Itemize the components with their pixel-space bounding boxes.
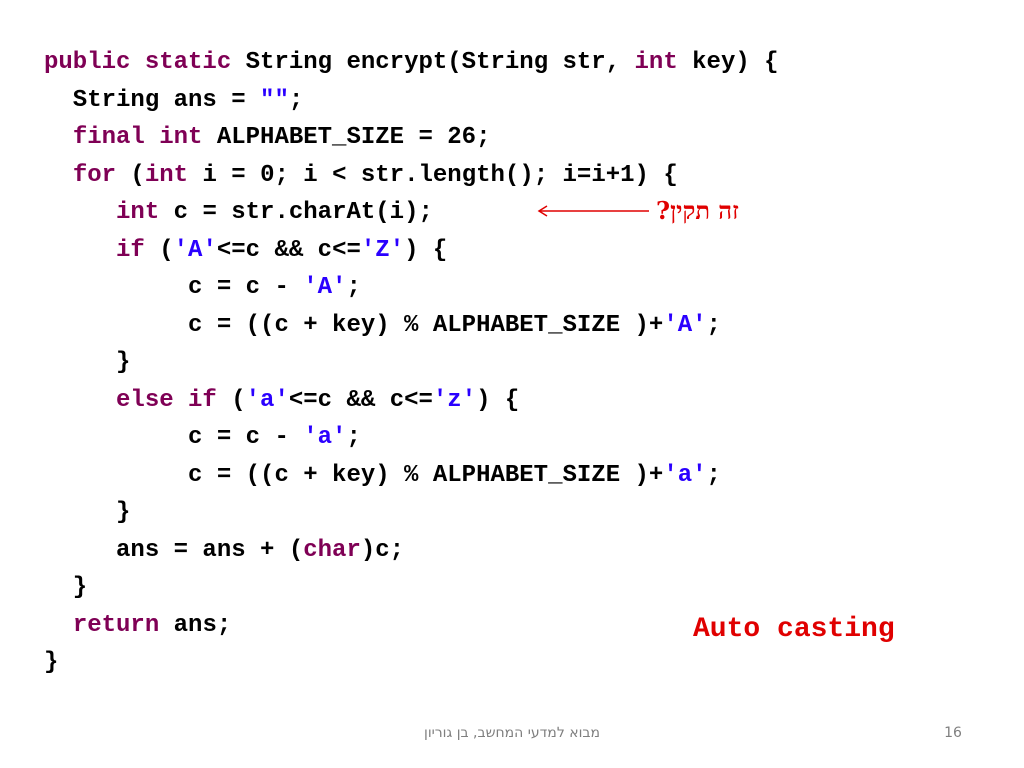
string-literal-token: 'a' bbox=[303, 424, 347, 451]
code-token: ; bbox=[706, 311, 721, 339]
code-line: } bbox=[44, 494, 130, 531]
auto-casting-label: Auto casting bbox=[693, 614, 895, 645]
keyword-token: return bbox=[72, 611, 160, 639]
code-token: i = 0; i < str.length(); i=i+1) { bbox=[188, 161, 678, 189]
annotation-question: זה תקין? bbox=[656, 196, 739, 225]
code-line: String ans = ""; bbox=[44, 82, 303, 119]
code-token: ans; bbox=[159, 611, 232, 639]
code-token: )c; bbox=[360, 536, 405, 564]
code-line: final int ALPHABET_SIZE = 26; bbox=[44, 119, 491, 156]
string-literal-token: 'a' bbox=[245, 386, 289, 414]
code-token: <=c && c<= bbox=[288, 386, 433, 414]
code-line: else if ('a'<=c && c<='z') { bbox=[44, 382, 519, 419]
code-token bbox=[44, 612, 73, 639]
string-literal-token: 'A' bbox=[173, 236, 217, 264]
string-literal-token: 'z' bbox=[432, 386, 477, 414]
code-token: c = ((c + key) % ALPHABET_SIZE )+ bbox=[44, 461, 664, 489]
code-line: if ('A'<=c && c<='Z') { bbox=[44, 232, 447, 269]
code-token: } bbox=[44, 349, 131, 376]
keyword-token: int bbox=[144, 161, 189, 189]
code-token: ) { bbox=[476, 386, 520, 414]
code-token: ) { bbox=[404, 236, 448, 264]
code-token: String ans = bbox=[44, 86, 261, 114]
code-token: ; bbox=[706, 461, 721, 489]
code-line: c = ((c + key) % ALPHABET_SIZE )+'a'; bbox=[44, 457, 721, 494]
code-token: } bbox=[44, 649, 59, 676]
code-token bbox=[44, 199, 116, 226]
keyword-token: int bbox=[116, 199, 160, 226]
code-line: } bbox=[44, 644, 58, 681]
code-token: } bbox=[44, 499, 131, 526]
code-token bbox=[44, 124, 73, 151]
code-line: ans = ans + (char)c; bbox=[44, 532, 404, 569]
code-line: public static String encrypt(String str,… bbox=[44, 44, 779, 81]
keyword-token: else if bbox=[116, 386, 217, 414]
left-arrow-icon bbox=[537, 205, 649, 217]
code-line: c = c - 'A'; bbox=[44, 269, 361, 306]
footer-course-title: מבוא למדעי המחשב, בן גוריון bbox=[424, 725, 600, 741]
code-token: } bbox=[44, 574, 88, 601]
keyword-token: char bbox=[303, 536, 361, 564]
code-token: c = str.charAt(i); bbox=[159, 199, 433, 226]
code-token bbox=[44, 387, 116, 414]
keyword-token: int bbox=[634, 49, 678, 76]
code-token: c = c - bbox=[44, 274, 304, 301]
code-token: ; bbox=[288, 86, 304, 114]
string-literal-token: 'a' bbox=[663, 461, 707, 489]
keyword-token: if bbox=[116, 236, 145, 264]
keyword-token: for bbox=[72, 161, 117, 189]
code-token: ; bbox=[346, 274, 361, 301]
string-literal-token: "" bbox=[260, 86, 289, 114]
code-token: ; bbox=[346, 424, 361, 451]
code-token: ALPHABET_SIZE = 26; bbox=[202, 124, 491, 151]
string-literal-token: 'A' bbox=[663, 311, 707, 339]
code-line: c = ((c + key) % ALPHABET_SIZE )+'A'; bbox=[44, 307, 721, 344]
code-token: c = ((c + key) % ALPHABET_SIZE )+ bbox=[44, 311, 664, 339]
code-token: key) { bbox=[677, 49, 779, 76]
code-token bbox=[44, 237, 116, 264]
code-line: } bbox=[44, 569, 87, 606]
string-literal-token: 'A' bbox=[303, 274, 347, 301]
keyword-token: public static bbox=[44, 49, 246, 76]
code-token: ( bbox=[144, 236, 174, 264]
string-literal-token: 'Z' bbox=[360, 236, 405, 264]
code-token: String encrypt(String str, bbox=[245, 49, 635, 76]
code-line: } bbox=[44, 344, 130, 381]
code-token bbox=[44, 162, 73, 189]
code-token: ( bbox=[216, 386, 246, 414]
page-number: 16 bbox=[944, 725, 962, 741]
code-token: <=c && c<= bbox=[216, 236, 361, 264]
code-token: ( bbox=[116, 161, 145, 189]
code-line: int c = str.charAt(i); bbox=[44, 194, 433, 231]
keyword-token: final int bbox=[72, 124, 203, 151]
code-token: c = c - bbox=[44, 424, 304, 451]
code-line: c = c - 'a'; bbox=[44, 419, 361, 456]
code-line: return ans; bbox=[44, 607, 231, 644]
code-line: for (int i = 0; i < str.length(); i=i+1)… bbox=[44, 157, 678, 194]
code-token: ans = ans + ( bbox=[44, 536, 304, 564]
